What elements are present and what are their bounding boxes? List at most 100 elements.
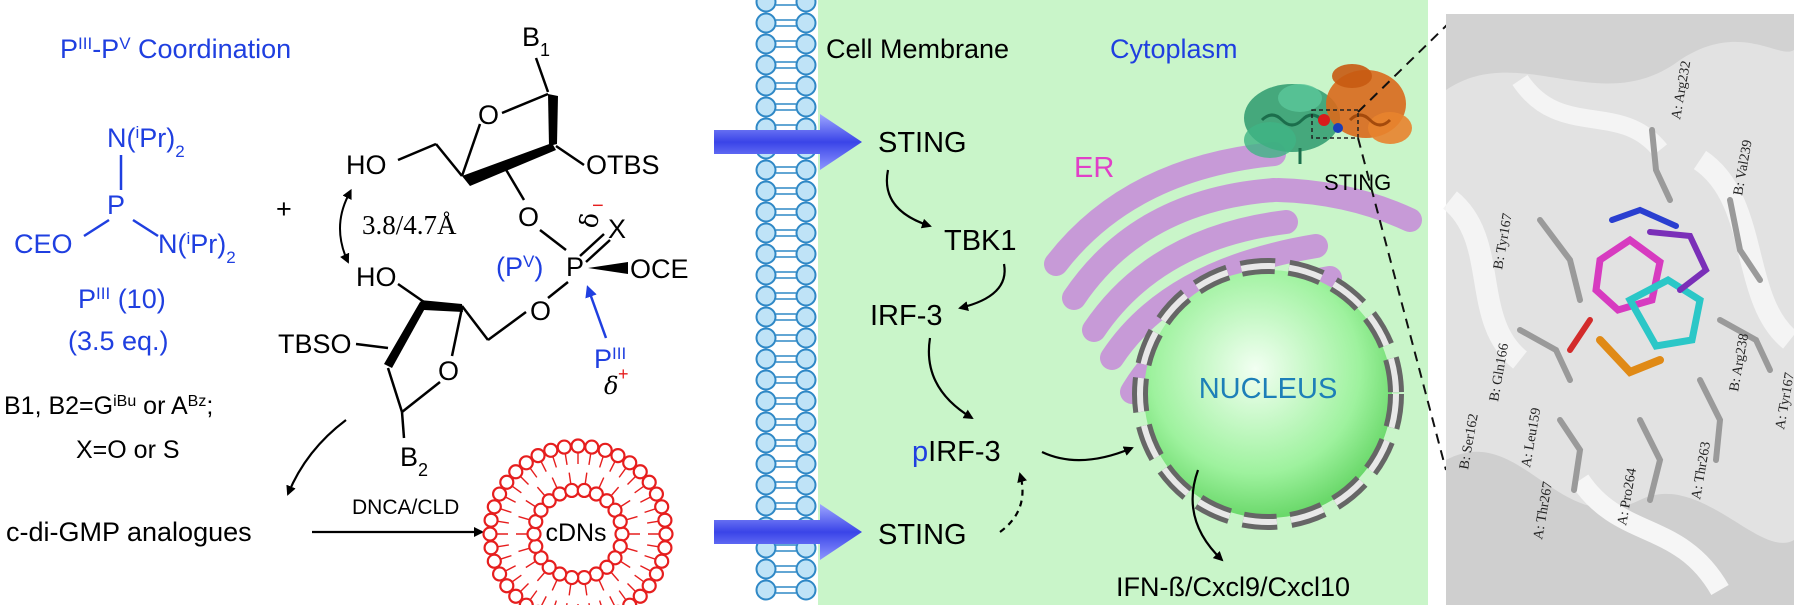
docking-panel: A: Arg232 B: Val239 B: Tyr167 B: Gln166 …	[1442, 14, 1794, 605]
bond-c5-oh	[397, 142, 437, 162]
pirf3-label: pIRF-3	[912, 436, 1001, 468]
distance-arrow	[339, 188, 352, 264]
liposome-head	[530, 447, 546, 464]
liposome-head	[622, 455, 638, 471]
ring-wedge-top	[548, 94, 558, 146]
ring-bond-low-2	[386, 367, 404, 413]
liposome-head	[641, 578, 657, 594]
bond-c4-c5-low	[461, 305, 489, 341]
lipid-bilayer	[755, 0, 817, 601]
lipid-head	[755, 579, 777, 601]
lipid-head	[755, 243, 777, 265]
liposome-head	[541, 559, 557, 575]
ring-bond-2	[460, 123, 482, 177]
lipid-head	[795, 159, 817, 181]
arrow-nucleus-ifn	[1191, 469, 1224, 562]
lipid-head	[795, 201, 817, 223]
lipid-head	[755, 12, 777, 34]
lipid-head	[755, 495, 777, 517]
liposome-head	[599, 559, 615, 575]
ligand-sticks	[1567, 206, 1710, 377]
lipid-head	[795, 222, 817, 244]
plus-sign: +	[276, 194, 292, 224]
wedge-p-oce	[588, 262, 628, 274]
lipid-head	[755, 201, 777, 223]
liposome-head	[641, 474, 657, 490]
reagent-n-right: N(iPr)2	[158, 229, 236, 267]
lipid-head	[795, 579, 817, 601]
liposome-head	[486, 553, 502, 569]
lipid-head	[755, 0, 777, 13]
lipid-head	[795, 369, 817, 391]
arrow-sting-tbk1	[885, 169, 932, 229]
cdns-label: cDNs	[545, 519, 606, 547]
zoom-line-top	[1357, 21, 1451, 113]
lipid-head	[755, 306, 777, 328]
lipid-head	[795, 327, 817, 349]
liposome-head	[612, 514, 628, 530]
lipid-head	[755, 390, 777, 412]
ho-mid: HO	[356, 262, 397, 292]
delivery-arrow-top	[714, 114, 862, 170]
sting-protein-structure	[1244, 64, 1412, 164]
liposome-head	[483, 540, 499, 556]
signaling-panel: Cell Membrane Cytoplasm STING TBK1 IRF-3…	[826, 34, 1422, 602]
er-cisterna-4	[1100, 234, 1328, 370]
lipid-head	[795, 432, 817, 454]
reagent-label: PIII (10)	[78, 284, 166, 315]
liposome-head	[607, 550, 623, 566]
liposome-head	[570, 438, 586, 454]
lipid-head	[795, 180, 817, 202]
liposome-head	[632, 588, 648, 604]
er-cisterna-6	[1266, 178, 1422, 232]
lipid-head	[795, 33, 817, 55]
delivery-arrow-bottom	[714, 504, 862, 560]
lipid-head	[795, 411, 817, 433]
liposome-head	[632, 464, 648, 480]
delta-plus: δ	[604, 372, 618, 400]
lipid-head	[795, 75, 817, 97]
lipid-head	[795, 243, 817, 265]
lipid-head	[795, 474, 817, 496]
liposome-head	[657, 512, 673, 528]
lipid-head	[755, 411, 777, 433]
chemistry-panel: PIII-PV Coordination N(iPr)2 P CEO N(iPr…	[4, 22, 689, 547]
lipid-head	[755, 348, 777, 370]
liposome-head	[654, 499, 670, 515]
lipid-head	[795, 390, 817, 412]
liposome-head	[491, 486, 508, 502]
residue-sticks	[1517, 127, 1773, 503]
bond-c1-b1	[534, 57, 550, 93]
er-cisterna-3	[1082, 210, 1298, 342]
ifn-label: IFN-ß/Cxcl9/Cxcl10	[1116, 572, 1350, 602]
liposome-head	[518, 455, 534, 471]
liposome-head	[482, 526, 498, 542]
lipid-head	[755, 474, 777, 496]
liposome-head	[552, 566, 568, 582]
lipid-head	[755, 96, 777, 118]
tbso-label: TBSO	[278, 329, 352, 359]
er-cisterna-1	[1044, 142, 1286, 276]
sting-bottom: STING	[878, 519, 967, 551]
bond-c2-otbs	[355, 342, 389, 350]
b2-label: B2	[400, 442, 428, 480]
delta-minus: δ	[574, 210, 605, 230]
liposome-tail	[609, 596, 615, 605]
sting-protein-label: STING	[1324, 170, 1391, 195]
ring-bond-1	[501, 92, 549, 115]
lipid-head	[795, 285, 817, 307]
liposome-head	[588, 486, 604, 502]
liposome-head	[499, 474, 515, 490]
liposome-tail	[554, 600, 558, 605]
o-link-top: O	[518, 202, 539, 232]
liposome-head	[654, 553, 670, 569]
liposome-head	[543, 442, 559, 458]
ho-top: HO	[346, 150, 387, 180]
bond-p-x-2	[585, 239, 611, 263]
bond-p-x-1	[579, 233, 605, 257]
bond-c3-o	[503, 167, 526, 201]
x-atom: X	[608, 214, 626, 244]
liposome-head	[486, 499, 502, 515]
arrow-sting-pirf3	[999, 472, 1027, 533]
